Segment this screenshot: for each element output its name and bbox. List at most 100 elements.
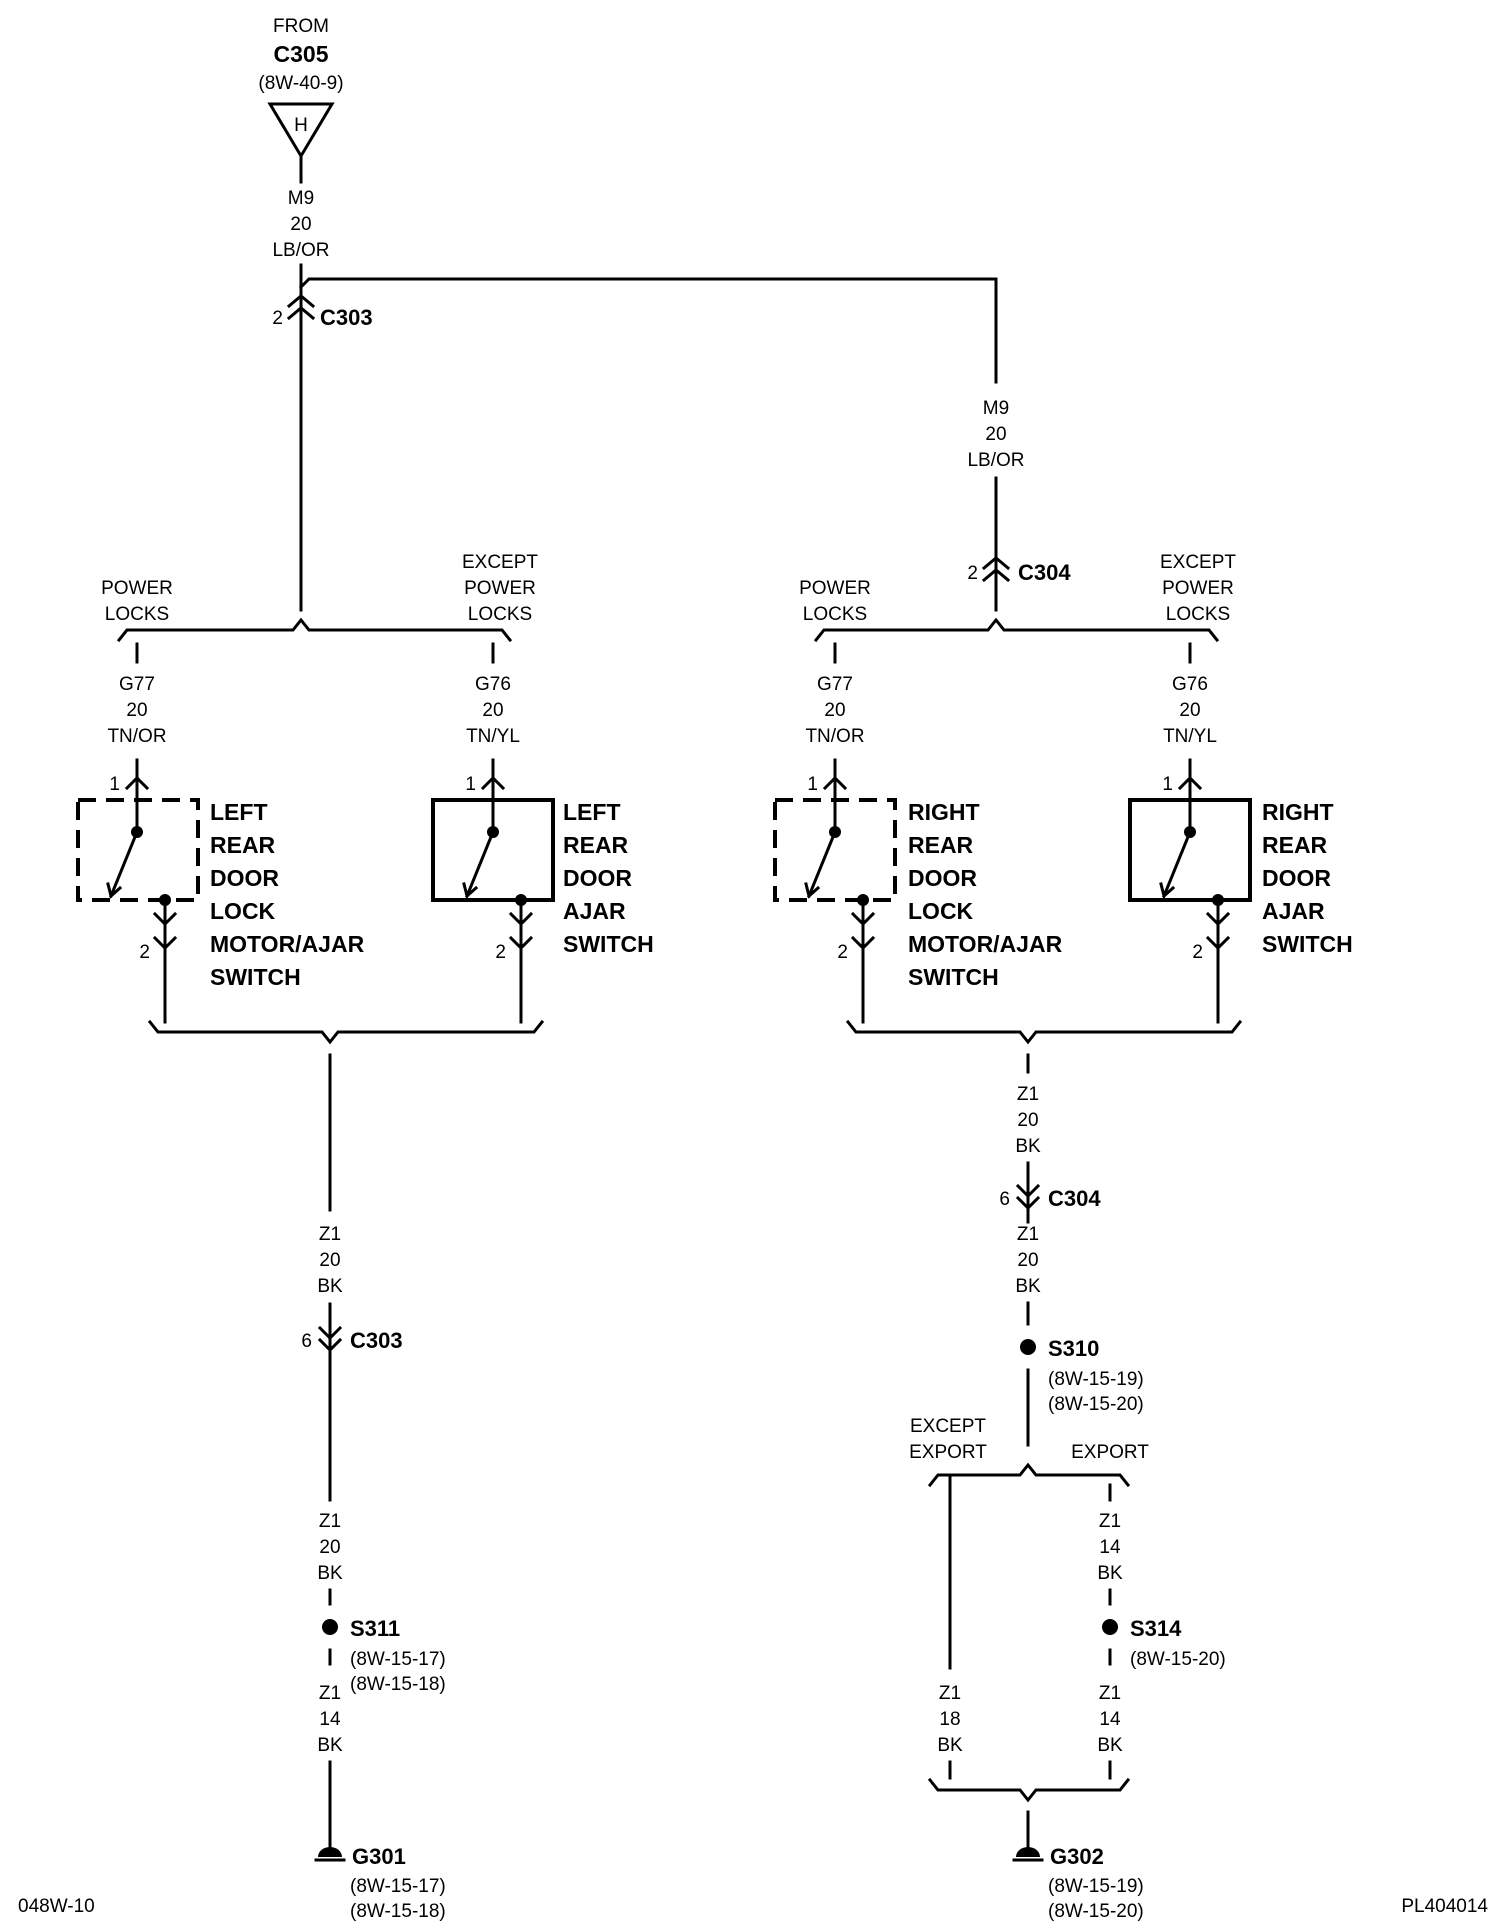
svg-text:Z1: Z1 [319, 1224, 341, 1245]
svg-text:(8W-15-17): (8W-15-17) [350, 1649, 446, 1670]
pin-chevron-icon [1205, 935, 1231, 951]
svg-text:6: 6 [999, 1189, 1010, 1210]
svg-text:G76: G76 [475, 674, 511, 695]
ground-icon [1016, 1847, 1040, 1857]
svg-text:REAR: REAR [908, 832, 974, 858]
svg-text:Z1: Z1 [1099, 1683, 1121, 1704]
svg-text:(8W-15-18): (8W-15-18) [350, 1901, 446, 1922]
svg-text:20: 20 [319, 1537, 340, 1558]
svg-text:REAR: REAR [1262, 832, 1328, 858]
switch-arrow-icon [1159, 882, 1176, 899]
svg-text:C303: C303 [320, 305, 373, 330]
svg-text:EXCEPT: EXCEPT [910, 1416, 986, 1437]
connector-chevron-icon [286, 294, 316, 321]
svg-text:EXCEPT: EXCEPT [1160, 552, 1236, 573]
pin-chevron-icon [124, 775, 150, 791]
splice-s314: S314 (8W-15-20) [1102, 1616, 1226, 1670]
diagram-code-right: PL404014 [1401, 1896, 1488, 1917]
svg-text:(8W-15-18): (8W-15-18) [350, 1674, 446, 1695]
svg-text:S310: S310 [1048, 1336, 1099, 1361]
svg-text:14: 14 [1099, 1537, 1121, 1558]
splice-dot-icon [1102, 1619, 1118, 1635]
pin-chevron-icon [850, 911, 876, 927]
pin-chevron-icon [850, 935, 876, 951]
svg-text:20: 20 [985, 424, 1006, 445]
svg-text:1: 1 [465, 774, 476, 795]
svg-text:DOOR: DOOR [210, 865, 279, 891]
wire-label-right-g77: G77 20 TN/OR [805, 674, 864, 747]
svg-text:BK: BK [317, 1735, 343, 1756]
svg-text:LEFT: LEFT [563, 799, 621, 825]
switch-arm [807, 830, 837, 898]
ground-g302: G302 (8W-15-19) (8W-15-20) [1012, 1844, 1144, 1922]
svg-text:BK: BK [937, 1735, 963, 1756]
svg-text:TN/OR: TN/OR [107, 726, 166, 747]
from-label: FROM [273, 16, 329, 37]
svg-text:RIGHT: RIGHT [908, 799, 980, 825]
svg-text:Z1: Z1 [1099, 1511, 1121, 1532]
source-triangle-icon [267, 102, 335, 159]
diagram-code-left: 048W-10 [18, 1896, 95, 1917]
splice-dot-icon [1020, 1339, 1036, 1355]
svg-text:20: 20 [290, 214, 311, 235]
svg-text:20: 20 [824, 700, 845, 721]
svg-text:20: 20 [482, 700, 503, 721]
switch-arrow-icon [462, 882, 479, 899]
switch-arrow-icon [804, 882, 821, 899]
left-ajar-switch-component: 1 2 LEFT REAR DOOR AJAR SWITCH [431, 758, 654, 1024]
ground-g301: G301 (8W-15-17) (8W-15-18) [314, 1844, 446, 1922]
connector-c303-top: 2 C303 [272, 294, 373, 330]
svg-text:18: 18 [939, 1709, 960, 1730]
svg-text:Z1: Z1 [319, 1683, 341, 1704]
wire-label-m9-right: M9 20 LB/OR [967, 398, 1024, 471]
svg-text:(8W-15-19): (8W-15-19) [1048, 1876, 1144, 1897]
svg-text:G76: G76 [1172, 674, 1208, 695]
svg-text:LB/OR: LB/OR [272, 240, 329, 261]
option-bus-export: EXCEPT EXPORT EXPORT [909, 1416, 1149, 1488]
svg-text:LOCKS: LOCKS [803, 604, 867, 625]
svg-text:RIGHT: RIGHT [1262, 799, 1334, 825]
svg-text:14: 14 [319, 1709, 341, 1730]
connector-c304-top: 2 C304 [967, 556, 1071, 585]
svg-text:REAR: REAR [210, 832, 276, 858]
svg-text:M9: M9 [983, 398, 1009, 419]
pin-chevron-icon [822, 775, 848, 791]
splice-dot-icon [322, 1619, 338, 1635]
svg-text:DOOR: DOOR [563, 865, 632, 891]
svg-text:(8W-15-20): (8W-15-20) [1048, 1901, 1144, 1922]
connector-chevron-icon [981, 556, 1011, 583]
svg-text:20: 20 [1179, 700, 1200, 721]
svg-text:M9: M9 [288, 188, 314, 209]
connector-c303-bottom: 6 C303 [301, 1325, 403, 1353]
svg-text:BK: BK [1015, 1136, 1041, 1157]
svg-text:2: 2 [139, 942, 150, 963]
pin-chevron-icon [508, 935, 534, 951]
svg-text:20: 20 [1017, 1250, 1038, 1271]
svg-text:C304: C304 [1048, 1186, 1101, 1211]
svg-text:BK: BK [317, 1563, 343, 1584]
svg-text:S311: S311 [350, 1616, 400, 1641]
svg-text:Z1: Z1 [939, 1683, 961, 1704]
switch-arm [109, 830, 139, 898]
svg-text:(8W-15-17): (8W-15-17) [350, 1876, 446, 1897]
connector-c304-bottom: 6 C304 [999, 1183, 1101, 1211]
option-bus-right-top: POWER LOCKS EXCEPT POWER LOCKS [799, 552, 1236, 664]
svg-text:POWER: POWER [1162, 578, 1234, 599]
svg-text:TN/YL: TN/YL [1163, 726, 1217, 747]
svg-text:G302: G302 [1050, 1844, 1104, 1869]
wire-label-left-g76: G76 20 TN/YL [466, 674, 520, 747]
svg-text:AJAR: AJAR [1262, 898, 1325, 924]
pin-chevron-icon [480, 775, 506, 791]
ground-icon [318, 1847, 342, 1857]
merge-bus-left [147, 1019, 545, 1045]
svg-text:BK: BK [1097, 1735, 1123, 1756]
right-ground-path: Z1 20 BK 6 C304 Z1 20 BK S310 (8W-15-19)… [909, 1053, 1226, 1922]
svg-text:S314: S314 [1130, 1616, 1182, 1641]
svg-text:BK: BK [317, 1276, 343, 1297]
right-lock-motor-component: 1 2 RIGHT REAR DOOR LOCK MOTOR/AJAR SWIT… [773, 758, 1063, 1024]
pin-chevron-icon [508, 911, 534, 927]
svg-text:POWER: POWER [464, 578, 536, 599]
svg-text:(8W-15-20): (8W-15-20) [1048, 1394, 1144, 1415]
source-pin: H [294, 115, 308, 136]
